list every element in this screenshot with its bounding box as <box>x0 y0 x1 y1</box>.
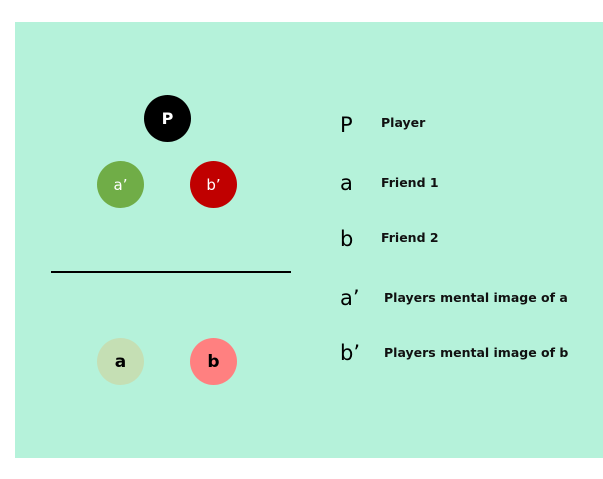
friend-2-node: b <box>190 338 237 385</box>
legend-label-friend-2-image: Players mental image of b <box>384 345 569 360</box>
friend-1-image-node: a’ <box>97 161 144 208</box>
player-node-label: P <box>161 109 174 128</box>
legend-symbol-friend-2-image: b’ <box>340 341 361 365</box>
friend-2-image-node-label: b’ <box>206 175 221 194</box>
player-node: P <box>144 95 191 142</box>
legend-symbol-friend-2: b <box>340 227 354 251</box>
friend-2-image-node: b’ <box>190 161 237 208</box>
friend-1-node: a <box>97 338 144 385</box>
legend-label-friend-2: Friend 2 <box>381 230 439 245</box>
legend-label-player: Player <box>381 115 426 130</box>
legend-label-friend-1-image: Players mental image of a <box>384 290 568 305</box>
legend-symbol-friend-1-image: a’ <box>340 286 360 310</box>
friend-2-node-label: b <box>207 351 220 372</box>
diagram-panel <box>15 22 603 458</box>
legend-symbol-player: P <box>340 113 353 137</box>
legend-symbol-friend-1: a <box>340 171 353 195</box>
legend-label-friend-1: Friend 1 <box>381 175 439 190</box>
friend-1-image-node-label: a’ <box>113 175 128 194</box>
divider-line <box>51 271 291 273</box>
friend-1-node-label: a <box>114 351 127 372</box>
